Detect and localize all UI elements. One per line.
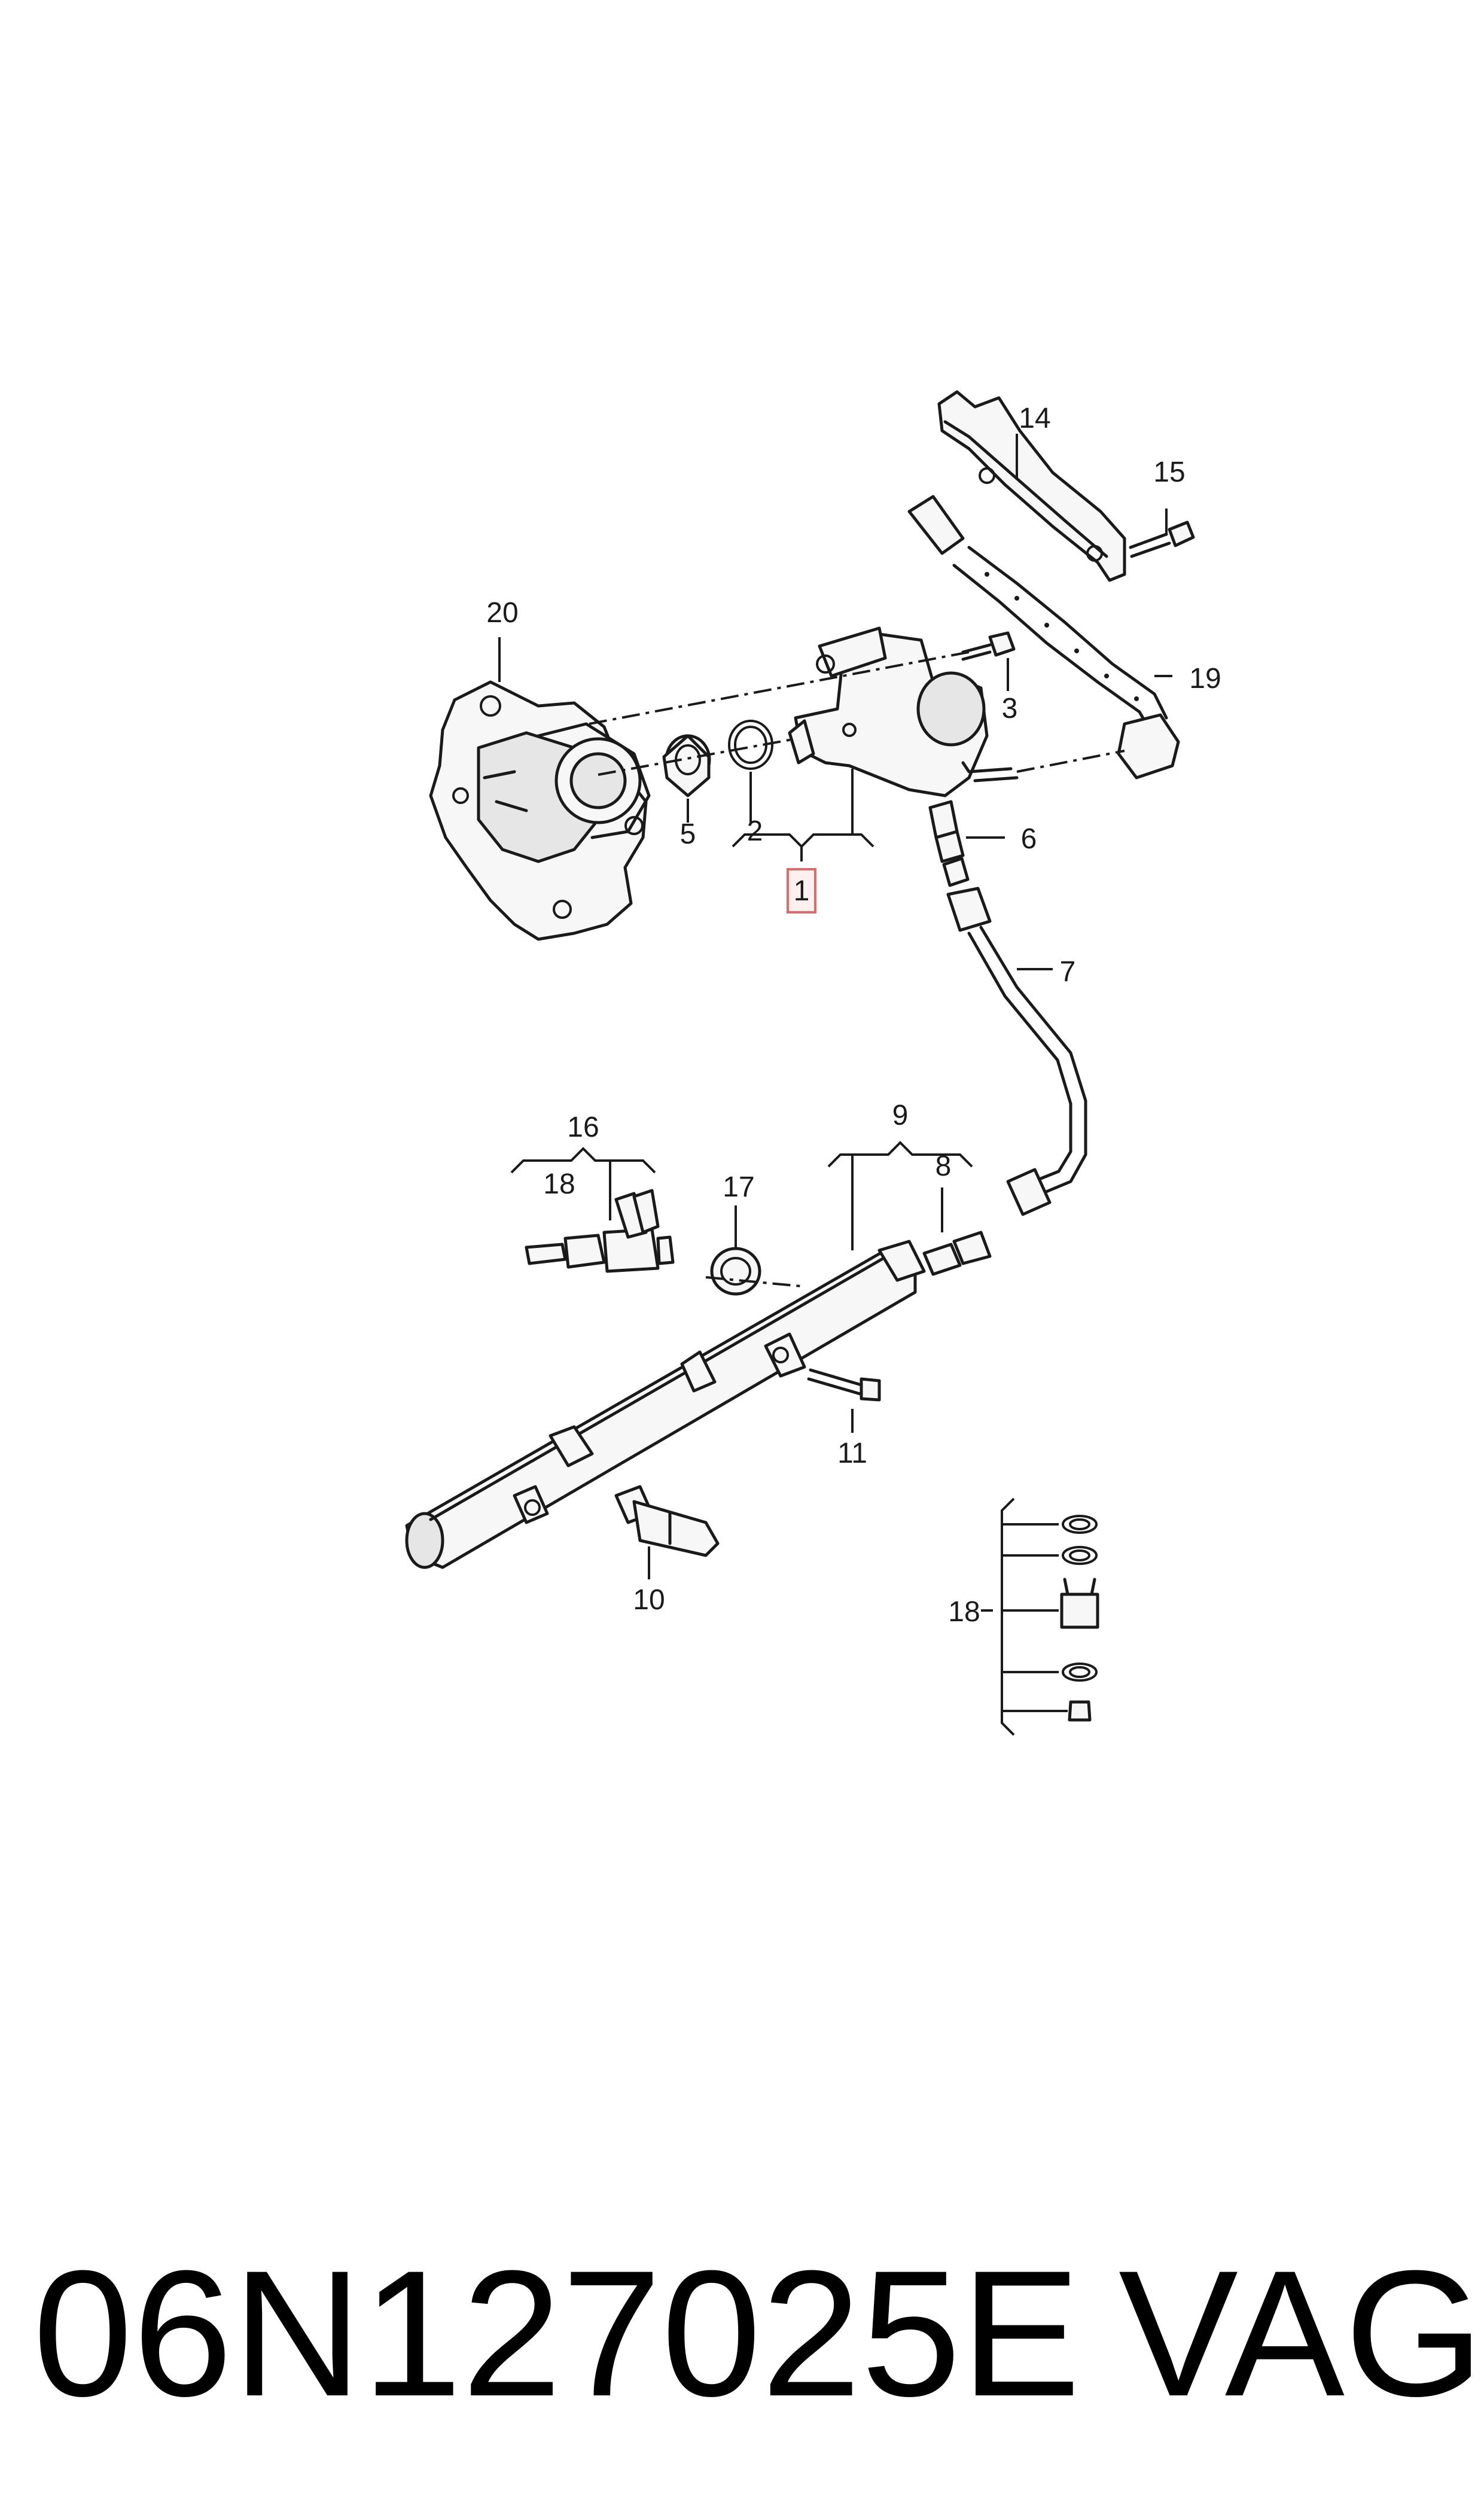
part-16-injector <box>525 1189 675 1273</box>
leader-lines <box>498 434 1172 1736</box>
part-18-seal-kit <box>1060 1515 1099 1722</box>
callout-14: 14 <box>1019 403 1050 434</box>
part-number-text: 06N127025E <box>33 2233 1081 2434</box>
callout-18-kit: 18 <box>948 1596 980 1628</box>
callout-labels: 1 2 3 5 6 7 8 9 10 11 14 15 16 17 18 18 … <box>486 403 1221 1628</box>
part-20-housing <box>429 680 651 941</box>
part-17-support-ring <box>710 1247 761 1296</box>
callout-17: 17 <box>723 1171 754 1203</box>
part-5-sleeve <box>662 734 711 797</box>
callout-8: 8 <box>936 1150 952 1182</box>
callout-9: 9 <box>892 1100 909 1131</box>
callout-1-highlight <box>787 868 816 914</box>
callout-18-injector: 18 <box>543 1168 575 1200</box>
callout-6: 6 <box>1021 823 1037 855</box>
callout-11: 11 <box>837 1438 867 1469</box>
part-19-fuel-hose <box>907 495 1180 780</box>
assembly-lines <box>589 651 1125 1287</box>
callout-16: 16 <box>567 1112 599 1143</box>
part-7-pressure-line <box>946 887 1087 1216</box>
callout-7: 7 <box>1060 956 1076 988</box>
brand-text: VAG <box>1119 2233 1484 2434</box>
part-1-high-pressure-pump <box>788 626 1019 797</box>
part-8-fitting <box>922 1231 992 1276</box>
part-3-bolt <box>961 631 1016 661</box>
callout-19: 19 <box>1189 663 1221 695</box>
callout-1: 1 <box>794 875 810 907</box>
callout-2: 2 <box>747 815 763 847</box>
part-10-pressure-sensor <box>614 1485 720 1557</box>
callout-3: 3 <box>1002 693 1018 724</box>
part-6-fitting <box>928 800 970 887</box>
part-15-bolt <box>1129 520 1195 558</box>
callout-20: 20 <box>486 597 518 629</box>
hose-braid-dots <box>985 572 1139 701</box>
part-9-fuel-rail <box>405 1240 926 1569</box>
part-11-bolt <box>807 1368 881 1402</box>
callout-5: 5 <box>680 818 696 850</box>
callout-15: 15 <box>1153 456 1185 488</box>
callout-10: 10 <box>633 1584 665 1616</box>
